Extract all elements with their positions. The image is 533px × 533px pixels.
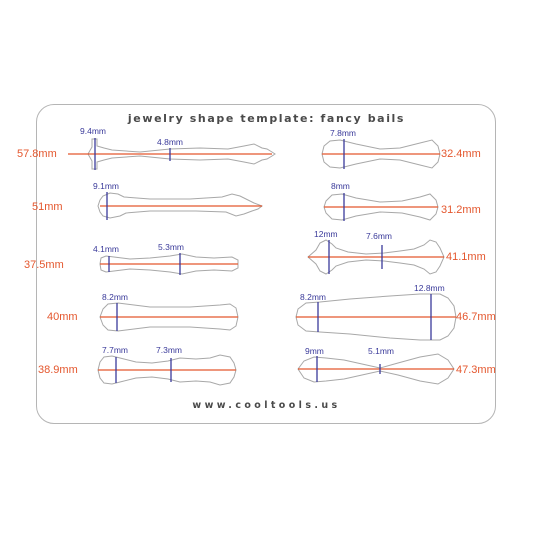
bail-10-length-label: 47.3mm <box>456 364 496 376</box>
bail-2-outline <box>97 192 264 219</box>
bail-4 <box>99 302 239 332</box>
bail-4-width-label-1: 8.2mm <box>102 292 128 302</box>
bail-5-outline <box>97 354 237 386</box>
bail-9-width-label-1: 8.2mm <box>300 292 326 302</box>
bail-2-length-label: 51mm <box>32 201 63 213</box>
bail-1-outline <box>87 138 276 170</box>
bail-6 <box>321 139 441 169</box>
bail-7-width-label-1: 8mm <box>331 181 350 191</box>
bail-9-width-label-2: 12.8mm <box>414 283 445 293</box>
bail-10-width-label-1: 9mm <box>305 346 324 356</box>
bail-5 <box>97 354 237 386</box>
bail-3-width-label-2: 5.3mm <box>158 242 184 252</box>
bail-9 <box>295 293 457 341</box>
bail-7-outline <box>323 193 439 221</box>
bail-3-outline <box>99 253 239 275</box>
bail-2 <box>97 192 264 220</box>
bail-4-outline <box>99 302 239 332</box>
bail-7-length-label: 31.2mm <box>441 204 481 216</box>
bail-1-width-label-1: 9.4mm <box>80 126 106 136</box>
bail-5-length-label: 38.9mm <box>38 364 78 376</box>
bail-5-width-label-1: 7.7mm <box>102 345 128 355</box>
bail-10 <box>297 353 455 385</box>
bail-5-width-label-2: 7.3mm <box>156 345 182 355</box>
bail-8-length-label: 41.1mm <box>446 251 486 263</box>
bail-1-width-label-2: 4.8mm <box>157 137 183 147</box>
bail-9-length-label: 46.7mm <box>456 311 496 323</box>
bail-3-width-label-1: 4.1mm <box>93 244 119 254</box>
bail-6-outline <box>321 139 441 169</box>
bail-9-outline <box>295 293 457 341</box>
website-url: www.cooltools.us <box>192 400 341 411</box>
bail-7 <box>323 193 439 221</box>
bail-10-width-label-2: 5.1mm <box>368 346 394 356</box>
bail-1-length-label: 57.8mm <box>17 148 57 160</box>
bail-1 <box>68 138 276 170</box>
bail-6-width-label-1: 7.8mm <box>330 128 356 138</box>
bail-6-length-label: 32.4mm <box>441 148 481 160</box>
bail-8-width-label-1: 12mm <box>314 229 338 239</box>
bail-2-width-label-1: 9.1mm <box>93 181 119 191</box>
bail-3 <box>99 253 239 275</box>
bail-8-width-label-2: 7.6mm <box>366 231 392 241</box>
bail-3-length-label: 37.5mm <box>24 259 64 271</box>
bail-8 <box>307 239 445 275</box>
bail-4-length-label: 40mm <box>47 311 78 323</box>
template-title: jewelry shape template: fancy bails <box>127 112 406 125</box>
